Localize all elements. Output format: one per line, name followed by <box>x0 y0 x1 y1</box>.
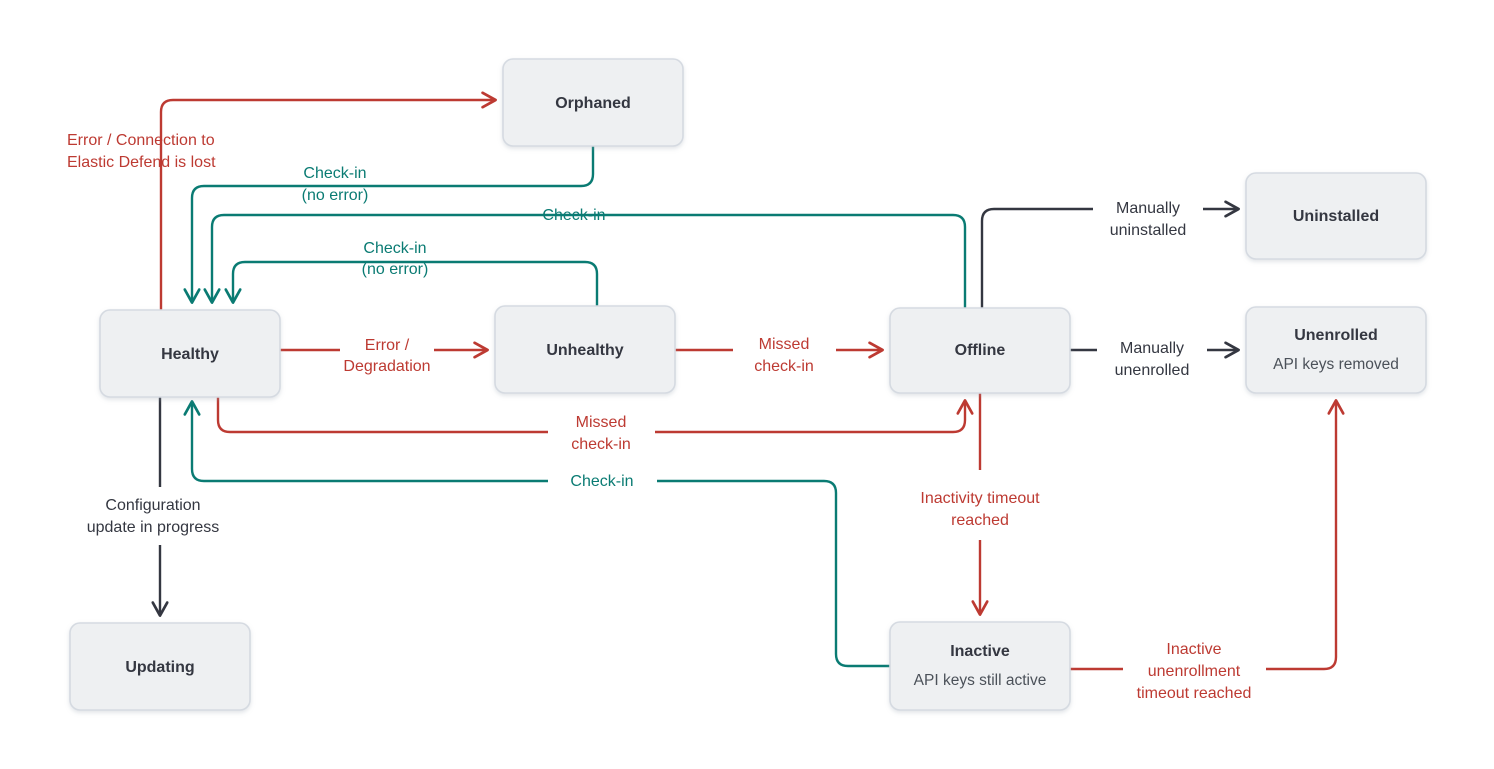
label-manually-unenrolled-line2: unenrolled <box>1115 362 1190 379</box>
label-inactive-unenrollment-line2: unenrollment <box>1148 663 1241 680</box>
label-checkin-noerror-mid-line1: Check-in <box>363 240 426 257</box>
node-unenrolled-subtitle: API keys removed <box>1273 356 1399 373</box>
label-error-connection-line2: Elastic Defend is lost <box>67 154 216 171</box>
edge-inactive-to-unenrolled <box>1069 399 1345 671</box>
node-offline[interactable]: Offline <box>889 307 1071 394</box>
node-updating-box[interactable] <box>69 622 251 711</box>
label-error-degradation-line1: Error / <box>365 337 410 354</box>
node-updating-title: Updating <box>125 659 194 676</box>
node-unhealthy[interactable]: Unhealthy <box>494 305 676 394</box>
label-missed-checkin-healthy-line2: check-in <box>571 436 631 453</box>
edge-unhealthy-to-healthy <box>224 260 599 306</box>
label-configuration-update-line1: Configuration <box>105 497 200 514</box>
node-orphaned-box[interactable] <box>502 58 684 147</box>
label-missed-checkin-unhealthy-line2: check-in <box>754 358 814 375</box>
edge-healthy-to-offline <box>216 397 974 434</box>
label-checkin-noerror-top-line2: (no error) <box>302 187 369 204</box>
label-inactivity-timeout-line1: Inactivity timeout <box>920 490 1040 507</box>
node-uninstalled-box[interactable] <box>1245 172 1427 260</box>
node-unhealthy-title: Unhealthy <box>546 342 623 359</box>
label-inactive-unenrollment-line1: Inactive <box>1166 641 1221 658</box>
node-healthy[interactable]: Healthy <box>99 309 281 398</box>
node-offline-title: Offline <box>955 342 1006 359</box>
label-checkin-inactive: Check-in <box>570 473 633 490</box>
edge-inactive-to-healthy <box>183 400 890 668</box>
node-offline-box[interactable] <box>889 307 1071 394</box>
label-checkin-offline: Check-in <box>542 207 605 224</box>
label-missed-checkin-healthy-line1: Missed <box>576 414 627 431</box>
node-uninstalled[interactable]: Uninstalled <box>1245 172 1427 260</box>
node-unenrolled[interactable]: Unenrolled API keys removed <box>1245 306 1427 394</box>
label-inactive-unenrollment-line3: timeout reached <box>1137 685 1252 702</box>
label-error-connection-line1: Error / Connection to <box>67 132 215 149</box>
label-checkin-noerror-top-line1: Check-in <box>303 165 366 182</box>
node-healthy-box[interactable] <box>99 309 281 398</box>
label-inactivity-timeout-line2: reached <box>951 512 1009 529</box>
node-orphaned-title: Orphaned <box>555 95 631 112</box>
label-manually-unenrolled-line1: Manually <box>1120 340 1184 357</box>
node-healthy-title: Healthy <box>161 346 219 363</box>
node-inactive-subtitle: API keys still active <box>914 672 1047 689</box>
node-inactive-box[interactable] <box>889 621 1071 711</box>
label-manually-uninstalled-line2: uninstalled <box>1110 222 1187 239</box>
label-configuration-update-line2: update in progress <box>87 519 220 536</box>
node-orphaned[interactable]: Orphaned <box>502 58 684 147</box>
edge-offline-to-uninstalled <box>980 200 1240 308</box>
edge-offline-to-healthy <box>203 213 967 308</box>
node-inactive[interactable]: Inactive API keys still active <box>889 621 1071 711</box>
edge-orphaned-to-healthy <box>183 146 595 304</box>
node-inactive-title: Inactive <box>950 643 1010 660</box>
edge-healthy-to-orphaned <box>159 91 497 310</box>
label-checkin-noerror-mid-line2: (no error) <box>362 261 429 278</box>
label-missed-checkin-unhealthy-line1: Missed <box>759 336 810 353</box>
node-updating[interactable]: Updating <box>69 622 251 711</box>
node-uninstalled-title: Uninstalled <box>1293 208 1379 225</box>
label-manually-uninstalled-line1: Manually <box>1116 200 1180 217</box>
label-error-degradation-line2: Degradation <box>343 358 430 375</box>
node-unenrolled-box[interactable] <box>1245 306 1427 394</box>
node-unhealthy-box[interactable] <box>494 305 676 394</box>
node-unenrolled-title: Unenrolled <box>1294 327 1378 344</box>
